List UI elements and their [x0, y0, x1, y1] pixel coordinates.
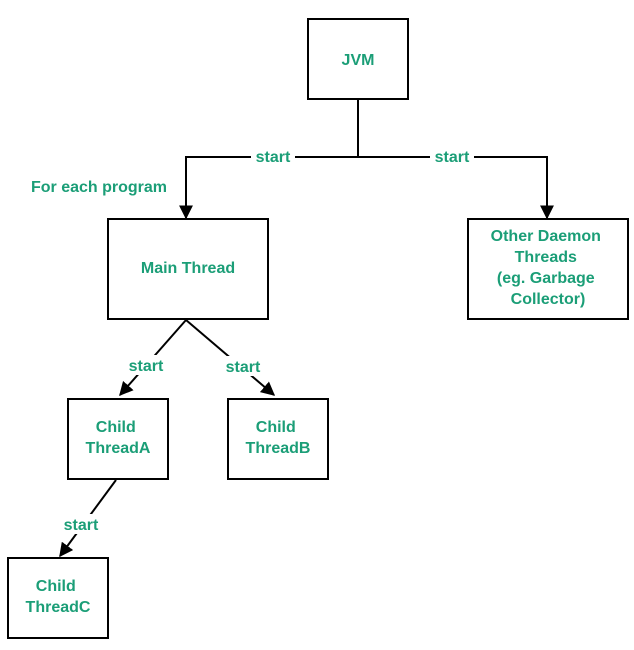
node-child-c-label: Child ThreadC [26, 578, 91, 616]
node-daemon-threads-line: (eg. Garbage [497, 270, 595, 287]
node-jvm-label: JVM [342, 52, 375, 69]
node-daemon-threads-line: Other Daemon [491, 228, 601, 245]
node-child-b-label: Child ThreadB [246, 419, 311, 457]
edge-labels: start start start start start [59, 147, 474, 534]
edge-label-jvm-to-main: start [256, 149, 291, 166]
node-child-c: Child ThreadC [7, 557, 109, 639]
node-daemon-threads-line: Threads [515, 249, 577, 266]
node-child-b-line: Child [256, 419, 296, 436]
edge-label-jvm-to-daemon: start [435, 149, 470, 166]
node-child-a-line: ThreadA [86, 440, 151, 457]
node-main-thread-label: Main Thread [141, 260, 235, 277]
node-main-thread: Main Thread [107, 218, 269, 320]
node-child-a-box [67, 398, 169, 480]
node-jvm-box [307, 18, 409, 100]
node-child-c-line: ThreadC [26, 599, 91, 616]
node-daemon-threads: Other Daemon Threads (eg. Garbage Collec… [467, 218, 629, 320]
node-main-thread-line: Main Thread [141, 260, 235, 277]
edge-label-main-to-child-b: start [226, 359, 261, 376]
node-child-b-line: ThreadB [246, 440, 311, 457]
node-daemon-threads-label: Other Daemon Threads (eg. Garbage Collec… [491, 228, 606, 308]
node-child-a: Child ThreadA [67, 398, 169, 480]
node-child-c-line: Child [36, 578, 76, 595]
edge-jvm-to-daemon [358, 156, 554, 220]
node-jvm-line: JVM [342, 52, 375, 69]
edge-label-main-to-child-a: start [129, 358, 164, 375]
node-child-b: Child ThreadB [227, 398, 329, 480]
node-main-thread-box [107, 218, 269, 320]
node-daemon-threads-line: Collector) [511, 291, 586, 308]
node-daemon-threads-box [467, 218, 629, 320]
node-child-a-label: Child ThreadA [86, 419, 151, 457]
annotation-for-each-program: For each program [31, 179, 167, 196]
edges [59, 100, 554, 558]
node-jvm: JVM [307, 18, 409, 100]
node-child-b-box [227, 398, 329, 480]
node-child-c-box [7, 557, 109, 639]
edge-label-child-a-to-child-c: start [64, 517, 99, 534]
node-child-a-line: Child [96, 419, 136, 436]
